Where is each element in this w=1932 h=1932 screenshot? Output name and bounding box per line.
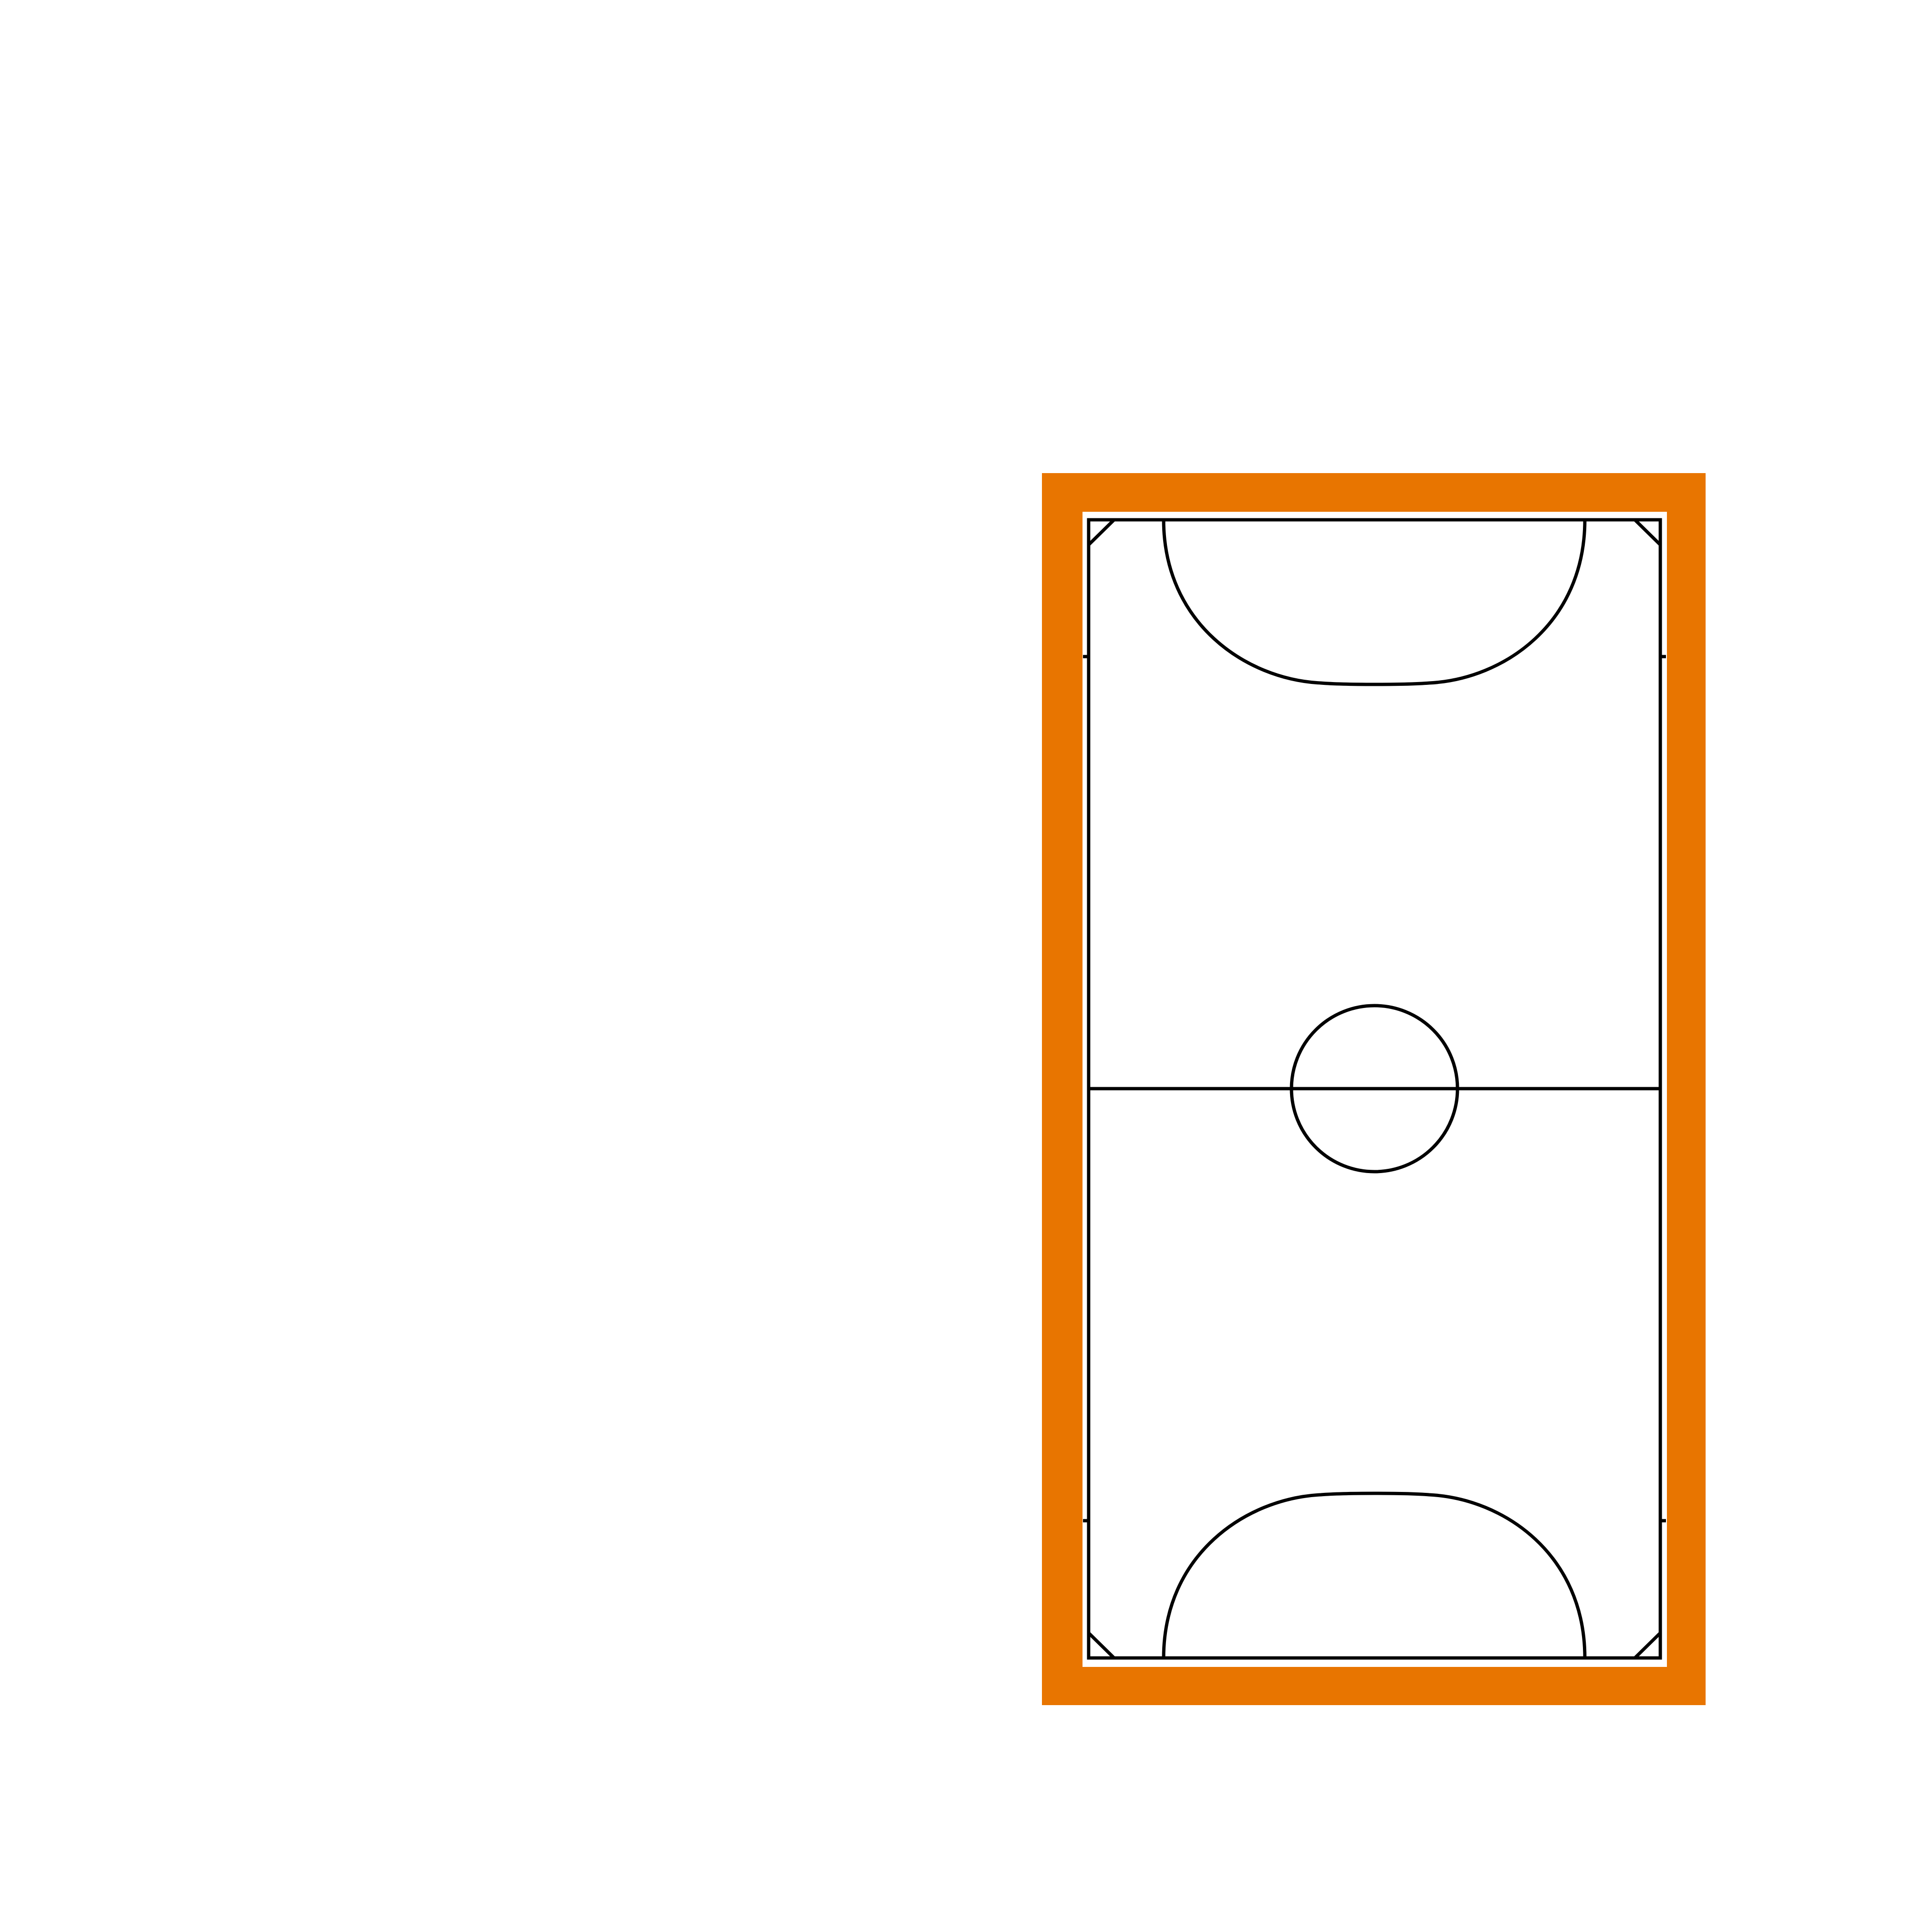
corner-arc-top-left <box>1087 518 1116 546</box>
court-lines <box>1083 518 1666 1660</box>
surface-outline <box>1083 512 1667 1667</box>
corner-arc-bottom-left <box>1087 1632 1116 1659</box>
penalty-area-top <box>1162 519 1587 686</box>
corner-arc-top-right <box>1633 518 1662 546</box>
center-circle <box>1290 1004 1459 1174</box>
corner-arc-bottom-right <box>1633 1632 1662 1659</box>
penalty-area-bottom <box>1162 1491 1587 1658</box>
